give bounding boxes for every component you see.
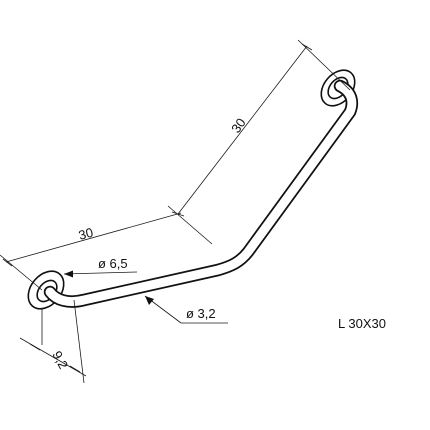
leader-tube-diameter bbox=[144, 295, 228, 324]
flange-diameter-label: ø 6,5 bbox=[98, 256, 128, 271]
dimension-left-segment-label: 30 bbox=[77, 225, 95, 243]
leader-flange-diameter bbox=[63, 270, 138, 278]
grab-bar-tube bbox=[43, 79, 359, 308]
tube-diameter-label: ø 3,2 bbox=[186, 306, 216, 321]
flange-offset-label: 9,2 bbox=[49, 348, 71, 371]
dimension-line-left-30 bbox=[0, 212, 182, 291]
dimension-right-segment-label: 30 bbox=[228, 115, 249, 135]
product-code-label: L 30X30 bbox=[338, 316, 386, 331]
dimension-flange-offset bbox=[19, 299, 87, 384]
